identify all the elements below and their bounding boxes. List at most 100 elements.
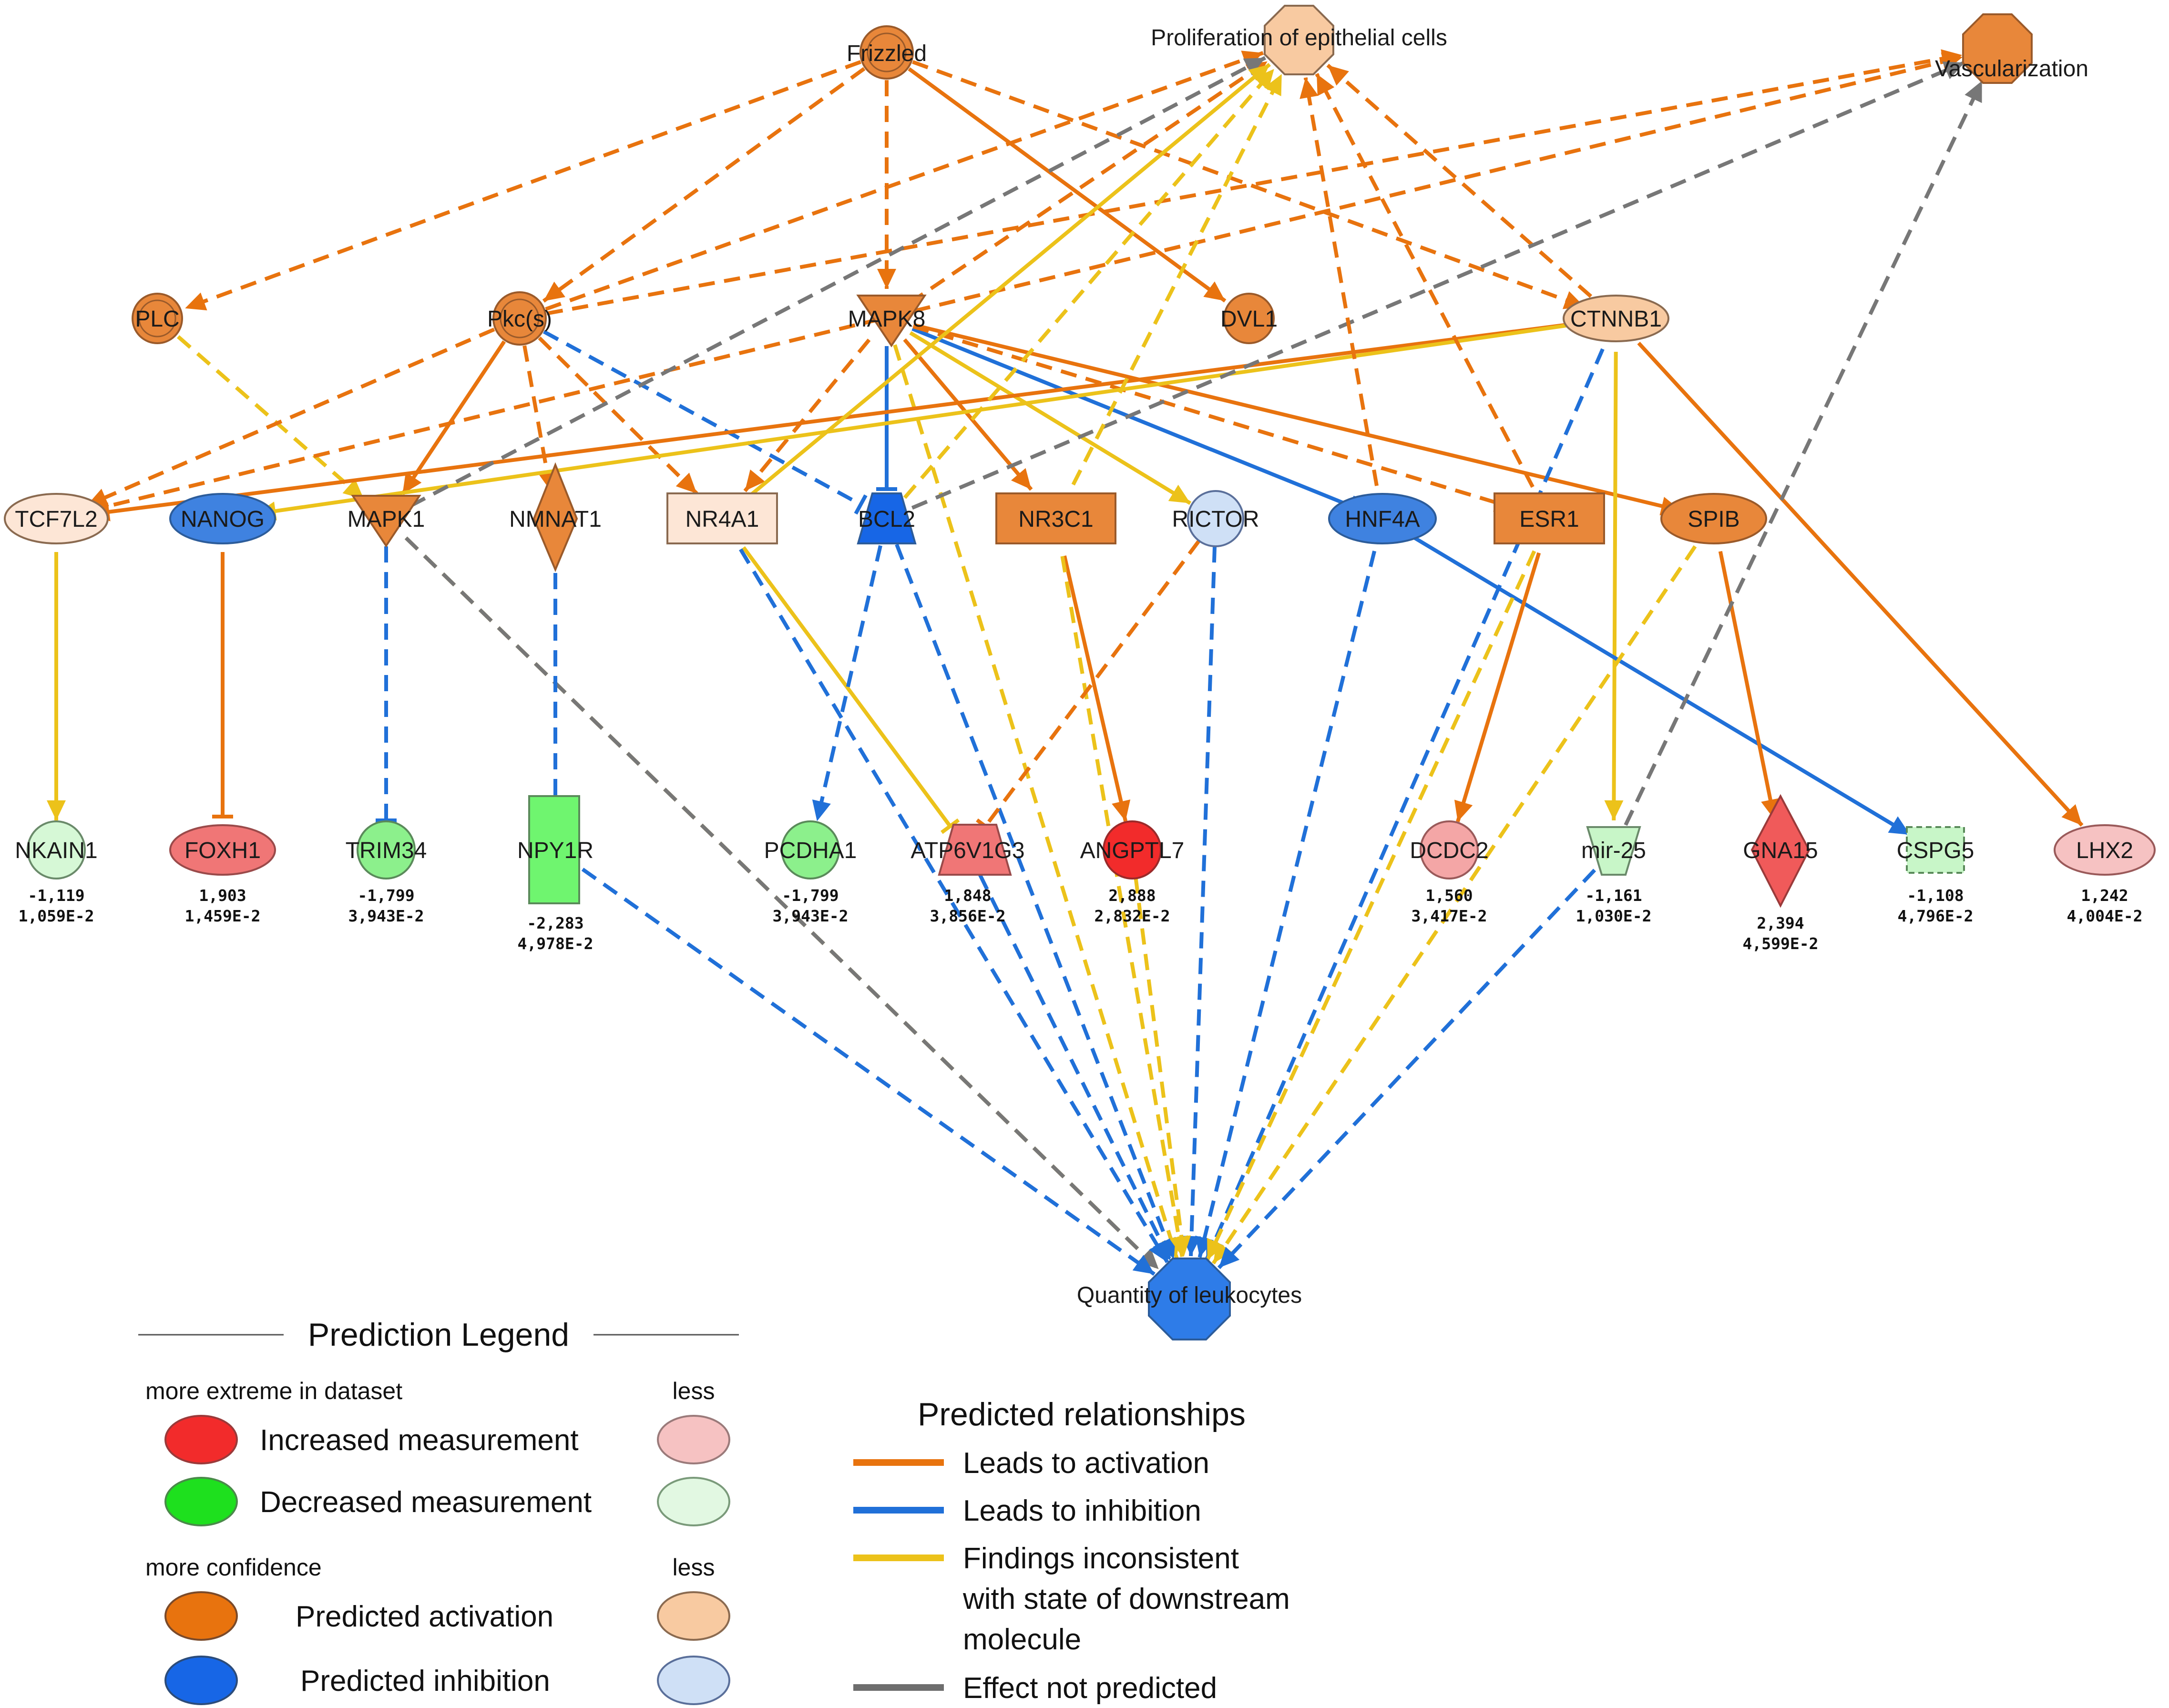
edge-arrowhead xyxy=(342,479,364,500)
edge-line xyxy=(409,56,1267,508)
node-label-npy1r: NPY1R xyxy=(517,838,593,863)
node-plc[interactable]: PLC xyxy=(132,293,183,344)
node-label-esr1: ESR1 xyxy=(1519,507,1579,532)
node-spib[interactable]: SPIB xyxy=(1660,493,1767,544)
node-label-pkcs: Pkc(s) xyxy=(487,307,552,332)
edge-frizzled-to-mapk8 xyxy=(877,80,896,289)
node-proliferation-of-epithelial-cells[interactable]: Proliferation of epithelial cells xyxy=(1151,5,1447,75)
node-mir25[interactable]: mir-25 -1,161 1,030E-2 xyxy=(1576,826,1652,925)
node-esr1[interactable]: ESR1 xyxy=(1494,492,1605,544)
node-nr4a1[interactable]: NR4A1 xyxy=(666,492,778,544)
edge-mapk8-to-esr1 xyxy=(912,324,1516,512)
edge-arrowhead xyxy=(877,269,896,289)
edge-esr1-to-dcdc2 xyxy=(1454,552,1541,822)
edge-line xyxy=(1326,63,1593,298)
node-p-foxh1: 1,459E-2 xyxy=(185,907,261,925)
edge-inhibition-bar xyxy=(854,494,868,515)
rel-activation: Leads to activation xyxy=(963,1447,1209,1480)
edge-line xyxy=(542,67,866,303)
node-vascularization[interactable]: Vascularization xyxy=(1935,13,2088,84)
node-hnf4a[interactable]: HNF4A xyxy=(1328,493,1437,544)
edge-layer xyxy=(47,49,2084,1276)
node-nr3c1[interactable]: NR3C1 xyxy=(995,492,1116,544)
legend-decreased: Decreased measurement xyxy=(260,1486,592,1519)
node-dcdc2[interactable]: DCDC2 1,560 3,417E-2 xyxy=(1410,820,1489,925)
node-tcf7l2[interactable]: TCF7L2 xyxy=(4,493,109,544)
edge-tcf7l2-to-nkain1 xyxy=(47,552,66,820)
node-fc-dcdc2: 1,560 xyxy=(1425,886,1473,905)
node-pkcs[interactable]: Pkc(s) xyxy=(487,291,552,346)
edge-line xyxy=(538,336,698,495)
edge-arrowhead xyxy=(1264,74,1282,96)
edge-arrowhead xyxy=(47,800,66,820)
edge-line xyxy=(742,546,952,828)
edge-mapk8-to-proliferation xyxy=(908,60,1269,305)
node-nanog[interactable]: NANOG xyxy=(169,493,276,544)
node-trim34[interactable]: TRIM34 -1,799 3,943E-2 xyxy=(346,820,427,925)
rel-inconsistent-3: molecule xyxy=(963,1623,1081,1656)
edge-line xyxy=(86,327,495,507)
edge-frizzled-to-pkcs xyxy=(542,67,866,303)
node-gna15[interactable]: GNA15 2,394 4,599E-2 xyxy=(1743,794,1819,953)
edge-line xyxy=(1217,869,1596,1269)
node-fc-npy1r: -2,283 xyxy=(527,914,583,932)
edge-hnf4a-to-leukocytes xyxy=(1195,550,1377,1258)
node-lhx2[interactable]: LHX2 1,242 4,004E-2 xyxy=(2054,824,2156,925)
edge-mapk8-to-rictor xyxy=(909,331,1192,505)
edge-angptl7-to-leukocytes xyxy=(1134,877,1191,1257)
node-p-gna15: 4,599E-2 xyxy=(1743,934,1819,953)
edge-line xyxy=(912,60,1586,309)
node-frizzled[interactable]: Frizzled xyxy=(847,25,927,80)
node-foxh1[interactable]: FOXH1 1,903 1,459E-2 xyxy=(169,824,276,925)
edge-line xyxy=(88,55,1964,513)
node-ctnnb1[interactable]: CTNNB1 xyxy=(1563,295,1669,342)
edge-frizzled-to-plc xyxy=(184,60,861,311)
node-nkain1[interactable]: NKAIN1 -1,119 1,059E-2 xyxy=(15,820,98,925)
node-angptl7[interactable]: ANGPTL7 2,888 2,832E-2 xyxy=(1080,820,1185,925)
edge-arrowhead xyxy=(1243,58,1266,76)
node-label-atp6v1g3: ATP6V1G3 xyxy=(911,838,1024,863)
node-p-npy1r: 4,978E-2 xyxy=(518,934,593,953)
edge-mir25-to-leukocytes xyxy=(1217,869,1596,1269)
edge-line xyxy=(177,335,365,501)
legend-more-confidence: more confidence xyxy=(145,1554,322,1581)
node-rictor[interactable]: RICTOR xyxy=(1172,490,1259,547)
node-label-ctnnb1: CTNNB1 xyxy=(1570,307,1662,332)
edge-line xyxy=(1206,550,1536,1261)
edge-nmnat1-to-npy1r xyxy=(545,547,566,818)
node-mapk1[interactable]: MAPK1 xyxy=(348,495,425,548)
node-mapk8[interactable]: MAPK8 xyxy=(848,295,927,348)
rel-not-predicted: Effect not predicted xyxy=(963,1672,1217,1705)
edge-bcl2-to-pcdha1 xyxy=(812,545,882,822)
node-quantity-of-leukocytes[interactable]: Quantity of leukocytes xyxy=(1077,1258,1302,1340)
edge-mapk8-to-hnf4a xyxy=(911,327,1358,517)
edge-line xyxy=(913,323,1682,513)
node-p-trim34: 3,943E-2 xyxy=(348,907,424,925)
node-fc-nkain1: -1,119 xyxy=(28,886,84,905)
node-p-lhx2: 4,004E-2 xyxy=(2067,907,2143,925)
edge-inhibition-bar xyxy=(941,818,960,834)
node-label-hnf4a: HNF4A xyxy=(1345,507,1420,532)
node-p-angptl7: 2,832E-2 xyxy=(1095,907,1170,925)
edge-ctnnb1-to-proliferation xyxy=(1326,63,1593,298)
node-atp6v1g3[interactable]: ATP6V1G3 1,848 3,856E-2 xyxy=(911,824,1025,925)
node-p-nkain1: 1,059E-2 xyxy=(19,907,94,925)
node-pcdha1[interactable]: PCDHA1 -1,799 3,943E-2 xyxy=(764,820,857,925)
node-label-cspg5: CSPG5 xyxy=(1897,838,1975,863)
node-nmnat1[interactable]: NMNAT1 xyxy=(509,462,602,573)
node-bcl2[interactable]: BCL2 xyxy=(857,492,917,544)
edge-nr4a1-to-atp6v1g3 xyxy=(742,546,960,834)
node-label-nmnat1: NMNAT1 xyxy=(509,507,602,532)
edge-arrowhead xyxy=(1112,799,1131,821)
legend-more-extreme: more extreme in dataset xyxy=(145,1378,402,1404)
edge-esr1-to-leukocytes xyxy=(1206,550,1536,1261)
edge-mapk1-to-leukocytes xyxy=(404,536,1160,1271)
edge-line xyxy=(908,60,1269,305)
node-label-trim34: TRIM34 xyxy=(346,838,427,863)
node-npy1r[interactable]: NPY1R -2,283 4,978E-2 xyxy=(517,795,593,953)
edge-line xyxy=(911,61,1965,510)
node-dvl1[interactable]: DVL1 xyxy=(1220,293,1278,344)
node-cspg5[interactable]: CSPG5 -1,108 4,796E-2 xyxy=(1897,826,1975,925)
edge-atp6v1g3-to-leukocytes xyxy=(978,874,1172,1262)
edge-arrowhead xyxy=(812,799,831,821)
